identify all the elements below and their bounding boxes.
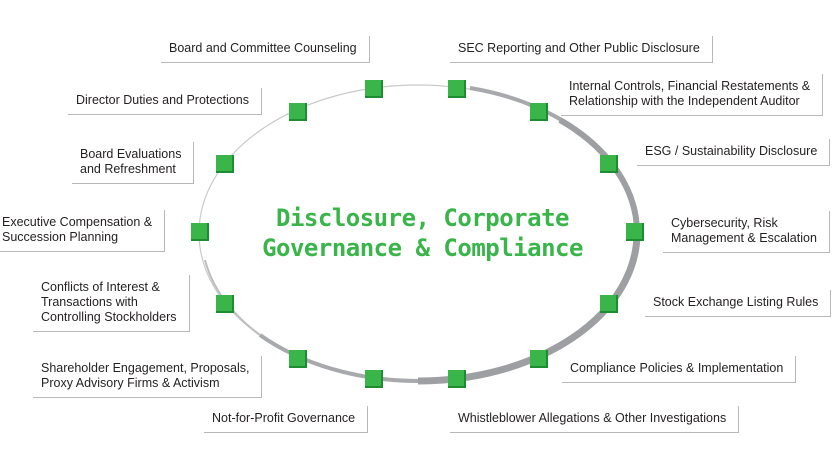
topic-label-line: Controlling Stockholders	[41, 310, 177, 324]
node-compliance-policies	[530, 350, 548, 368]
node-board-evaluations	[216, 155, 234, 173]
topic-sec-reporting: SEC Reporting and Other Public Disclosur…	[450, 36, 713, 63]
topic-director-duties: Director Duties and Protections	[68, 88, 262, 115]
topic-label-line: Board and Committee Counseling	[169, 41, 357, 55]
topic-label-line: Stock Exchange Listing Rules	[653, 295, 819, 309]
topic-label-line: Proxy Advisory Firms & Activism	[41, 376, 220, 390]
topic-not-for-profit: Not-for-Profit Governance	[204, 406, 369, 433]
topic-esg-disclosure: ESG / Sustainability Disclosure	[637, 139, 831, 166]
topic-label-line: SEC Reporting and Other Public Disclosur…	[458, 41, 700, 55]
topic-label-line: Relationship with the Independent Audito…	[569, 94, 800, 108]
topic-label-line: Internal Controls, Financial Restatement…	[569, 79, 811, 93]
topic-whistleblower: Whistleblower Allegations & Other Invest…	[450, 406, 740, 433]
diagram-title: Disclosure, Corporate Governance & Compl…	[230, 203, 615, 263]
node-shareholder-engagement	[289, 350, 307, 368]
node-conflicts-of-interest	[216, 295, 234, 313]
topic-executive-compensation: Executive Compensation & Succession Plan…	[0, 210, 166, 252]
topic-label-line: Conflicts of Interest &	[41, 280, 160, 294]
topic-label-line: Management & Escalation	[671, 231, 817, 245]
topic-cybersecurity: Cybersecurity, Risk Management & Escalat…	[663, 211, 830, 253]
topic-label-line: Cybersecurity, Risk	[671, 216, 778, 230]
node-board-committee-counseling	[365, 80, 383, 98]
node-sec-reporting	[448, 80, 466, 98]
node-internal-controls	[530, 103, 548, 121]
topic-label-line: Not-for-Profit Governance	[212, 411, 356, 425]
node-whistleblower	[448, 370, 466, 388]
topic-label-line: Board Evaluations	[80, 147, 182, 161]
topic-internal-controls: Internal Controls, Financial Restatement…	[561, 74, 824, 116]
title-line-2: Governance & Compliance	[262, 234, 583, 262]
topic-board-committee-counseling: Board and Committee Counseling	[161, 36, 370, 63]
node-esg-disclosure	[600, 155, 618, 173]
topic-label-line: Director Duties and Protections	[76, 93, 249, 107]
topic-stock-exchange-rules: Stock Exchange Listing Rules	[645, 290, 832, 317]
topic-label-line: Compliance Policies & Implementation	[570, 361, 784, 375]
node-director-duties	[289, 103, 307, 121]
node-not-for-profit	[365, 370, 383, 388]
topic-label-line: Executive Compensation &	[2, 215, 153, 229]
topic-shareholder-engagement: Shareholder Engagement, Proposals, Proxy…	[33, 356, 263, 398]
topic-conflicts-of-interest: Conflicts of Interest & Transactions wit…	[33, 275, 190, 332]
topic-label-line: Whistleblower Allegations & Other Invest…	[458, 411, 727, 425]
node-stock-exchange-rules	[600, 295, 618, 313]
node-cybersecurity	[626, 223, 644, 241]
topic-label-line: Shareholder Engagement, Proposals,	[41, 361, 250, 375]
topic-compliance-policies: Compliance Policies & Implementation	[562, 356, 797, 383]
topic-label-line: Transactions with	[41, 295, 138, 309]
topic-label-line: ESG / Sustainability Disclosure	[645, 144, 818, 158]
topic-label-line: Succession Planning	[2, 230, 119, 244]
title-line-1: Disclosure, Corporate	[276, 204, 569, 232]
topic-label-line: and Refreshment	[80, 162, 176, 176]
node-executive-compensation	[191, 223, 209, 241]
topic-board-evaluations: Board Evaluations and Refreshment	[72, 142, 195, 184]
